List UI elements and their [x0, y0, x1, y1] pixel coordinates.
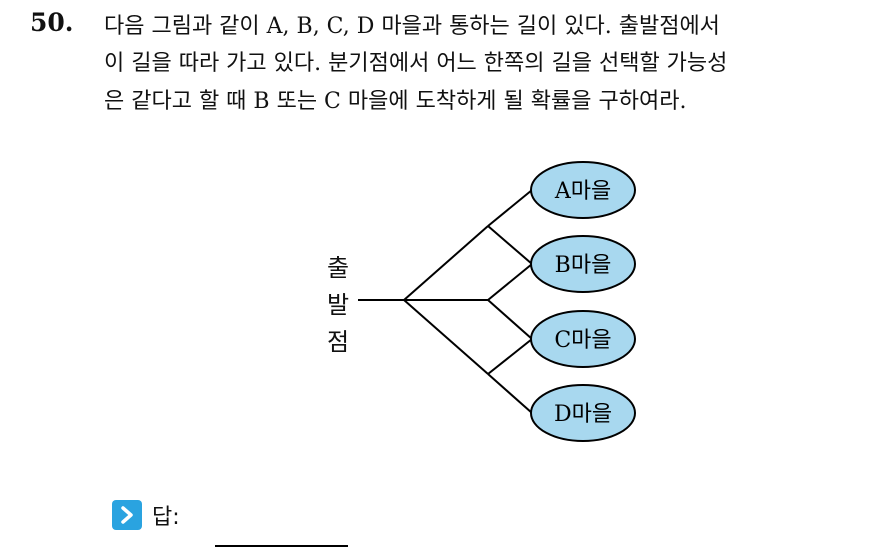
village-d-ellipse: [530, 384, 636, 442]
answer-row: 답:: [112, 499, 180, 531]
answer-label: 답:: [152, 505, 180, 530]
path-middle-to-b: [487, 263, 533, 301]
start-label-char-2: 발: [327, 291, 350, 319]
village-c-label: C마을: [554, 328, 611, 353]
path-to-a: [487, 189, 533, 227]
question-number: 50.: [30, 8, 74, 37]
village-a-label: A마을: [554, 179, 611, 204]
path-middle-to-c: [487, 299, 533, 340]
village-a-ellipse: [530, 161, 636, 219]
branch-lower: [403, 299, 489, 375]
village-b-label: B마을: [555, 253, 612, 278]
village-b-ellipse: [530, 235, 636, 293]
path-to-b: [487, 225, 533, 265]
start-label-char-1: 출: [327, 254, 350, 282]
path-to-c: [487, 338, 533, 375]
question-text-line-3: 은 같다고 할 때 B 또는 C 마을에 도착하게 될 확률을 구하여라.: [104, 89, 687, 114]
chevron-right-icon: [112, 500, 142, 530]
village-d-label: D마을: [554, 402, 612, 427]
path-to-d: [487, 373, 533, 414]
question-text-line-1: 다음 그림과 같이 A, B, C, D 마을과 통하는 길이 있다. 출발점에…: [104, 14, 720, 39]
branch-upper: [403, 225, 489, 301]
start-label-char-3: 점: [327, 328, 350, 356]
question-text-line-2: 이 길을 따라 가고 있다. 분기점에서 어느 한쪽의 길을 선택할 가능성: [104, 51, 728, 76]
village-c-ellipse: [530, 310, 636, 368]
answer-blank-line: [215, 545, 348, 547]
